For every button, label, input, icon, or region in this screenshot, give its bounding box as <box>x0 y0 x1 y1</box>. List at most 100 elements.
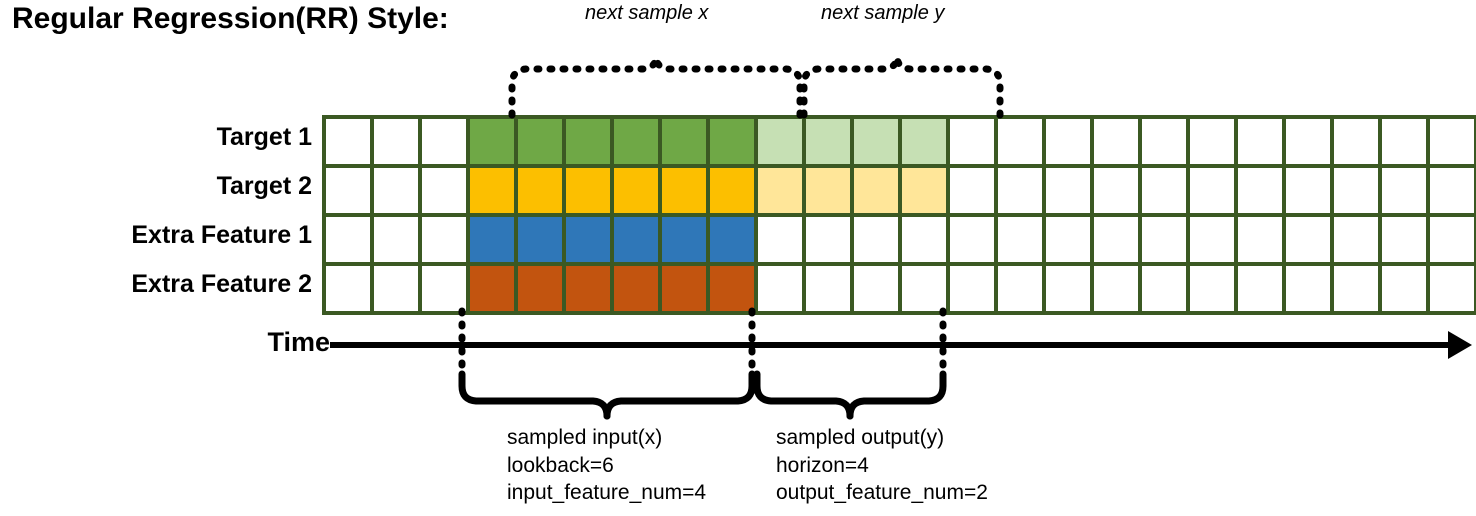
grid-cell-r2-c4 <box>470 168 514 213</box>
grid-cell-r1-c2 <box>374 119 418 164</box>
grid-cell-r4-c17 <box>1094 266 1138 311</box>
grid-cell-r1-c4 <box>470 119 514 164</box>
row-label-extra-feature-2: Extra Feature 2 <box>131 270 312 298</box>
grid-cell-r3-c11 <box>806 217 850 262</box>
caption-next-sample-x: next sample x <box>585 2 709 24</box>
grid-cell-r4-c6 <box>566 266 610 311</box>
bottom-brace-sampled-input <box>458 370 756 420</box>
grid-cell-r1-c24 <box>1430 119 1474 164</box>
grid-cell-r1-c21 <box>1286 119 1330 164</box>
grid-cell-r2-c22 <box>1334 168 1378 213</box>
grid-cell-r2-c14 <box>950 168 994 213</box>
row-label-extra-feature-1: Extra Feature 1 <box>131 221 312 249</box>
grid-cell-r4-c16 <box>1046 266 1090 311</box>
grid-cell-r1-c3 <box>422 119 466 164</box>
grid-cell-r3-c14 <box>950 217 994 262</box>
time-axis-label: Time <box>267 327 330 357</box>
grid-cell-r1-c14 <box>950 119 994 164</box>
grid-cell-r3-c12 <box>854 217 898 262</box>
grid-cell-r1-c8 <box>662 119 706 164</box>
grid-cell-r3-c23 <box>1382 217 1426 262</box>
top-brace-next-sample-y <box>800 52 1004 119</box>
grid-cell-r3-c10 <box>758 217 802 262</box>
grid-cell-r1-c16 <box>1046 119 1090 164</box>
caption-sampled-output: sampled output(y) horizon=4 output_featu… <box>776 424 988 507</box>
bottom-brace-sampled-output <box>753 370 947 420</box>
grid-cell-r2-c16 <box>1046 168 1090 213</box>
grid-cell-r1-c5 <box>518 119 562 164</box>
grid-cell-r1-c1 <box>326 119 370 164</box>
top-brace-next-sample-x <box>508 52 804 119</box>
grid-cell-r3-c20 <box>1238 217 1282 262</box>
grid-cell-r1-c19 <box>1190 119 1234 164</box>
grid-cell-r4-c9 <box>710 266 754 311</box>
grid-cell-r3-c4 <box>470 217 514 262</box>
grid-cell-r3-c21 <box>1286 217 1330 262</box>
grid-cell-r2-c19 <box>1190 168 1234 213</box>
caption-sampled-input-line-1: sampled input(x) <box>507 426 663 449</box>
grid-cell-r1-c18 <box>1142 119 1186 164</box>
grid-cell-r4-c8 <box>662 266 706 311</box>
lower-dotted-guides <box>458 307 947 378</box>
grid-cell-r4-c22 <box>1334 266 1378 311</box>
grid-cell-r2-c11 <box>806 168 850 213</box>
caption-sampled-output-line-2: horizon=4 <box>776 453 869 477</box>
grid-cell-r3-c16 <box>1046 217 1090 262</box>
grid-cell-r2-c13 <box>902 168 946 213</box>
grid-cell-r2-c8 <box>662 168 706 213</box>
grid-cell-r4-c14 <box>950 266 994 311</box>
grid-cell-r4-c18 <box>1142 266 1186 311</box>
grid-cell-r4-c12 <box>854 266 898 311</box>
grid-cell-r1-c12 <box>854 119 898 164</box>
grid-cell-r3-c17 <box>1094 217 1138 262</box>
grid-cell-r3-c3 <box>422 217 466 262</box>
grid-cell-r2-c9 <box>710 168 754 213</box>
grid-cell-r4-c21 <box>1286 266 1330 311</box>
grid-cell-r3-c19 <box>1190 217 1234 262</box>
grid-cell-r2-c15 <box>998 168 1042 213</box>
grid-cell-r1-c10 <box>758 119 802 164</box>
grid-cell-r3-c2 <box>374 217 418 262</box>
grid-cell-r4-c2 <box>374 266 418 311</box>
grid-cell-r4-c23 <box>1382 266 1426 311</box>
grid-cell-r3-c24 <box>1430 217 1474 262</box>
caption-sampled-output-line-3: output_feature_num=2 <box>776 481 988 505</box>
row-label-target-2: Target 2 <box>216 172 312 200</box>
grid-cell-r2-c5 <box>518 168 562 213</box>
grid-cell-r4-c1 <box>326 266 370 311</box>
grid-cell-r2-c23 <box>1382 168 1426 213</box>
caption-next-sample-y: next sample y <box>821 2 945 24</box>
grid-cell-r4-c20 <box>1238 266 1282 311</box>
grid-cell-r4-c19 <box>1190 266 1234 311</box>
grid-cell-r4-c24 <box>1430 266 1474 311</box>
grid-cell-r1-c11 <box>806 119 850 164</box>
grid-cell-r2-c3 <box>422 168 466 213</box>
grid-cell-r3-c15 <box>998 217 1042 262</box>
grid-cell-r3-c13 <box>902 217 946 262</box>
time-axis-arrow <box>330 331 1472 359</box>
grid-cell-r1-c20 <box>1238 119 1282 164</box>
grid-cell-r4-c13 <box>902 266 946 311</box>
page-title: Regular Regression(RR) Style: <box>12 2 449 35</box>
grid-cell-r2-c1 <box>326 168 370 213</box>
grid-cell-r3-c7 <box>614 217 658 262</box>
grid-cell-r2-c18 <box>1142 168 1186 213</box>
grid-cell-r3-c8 <box>662 217 706 262</box>
grid-cell-r4-c7 <box>614 266 658 311</box>
grid-cell-r2-c21 <box>1286 168 1330 213</box>
grid-cell-r3-c18 <box>1142 217 1186 262</box>
grid-cell-r4-c5 <box>518 266 562 311</box>
grid-cell-r1-c23 <box>1382 119 1426 164</box>
grid-cell-r2-c17 <box>1094 168 1138 213</box>
row-label-target-1: Target 1 <box>216 123 312 151</box>
grid-cell-r1-c15 <box>998 119 1042 164</box>
caption-sampled-input: sampled input(x) lookback=6 input_featur… <box>507 424 706 507</box>
grid-cell-r2-c20 <box>1238 168 1282 213</box>
caption-sampled-input-line-3: input_feature_num=4 <box>507 481 707 505</box>
grid-cell-r3-c22 <box>1334 217 1378 262</box>
grid-cell-r1-c13 <box>902 119 946 164</box>
grid-cell-r3-c6 <box>566 217 610 262</box>
grid-cell-r1-c6 <box>566 119 610 164</box>
grid-cell-r1-c17 <box>1094 119 1138 164</box>
